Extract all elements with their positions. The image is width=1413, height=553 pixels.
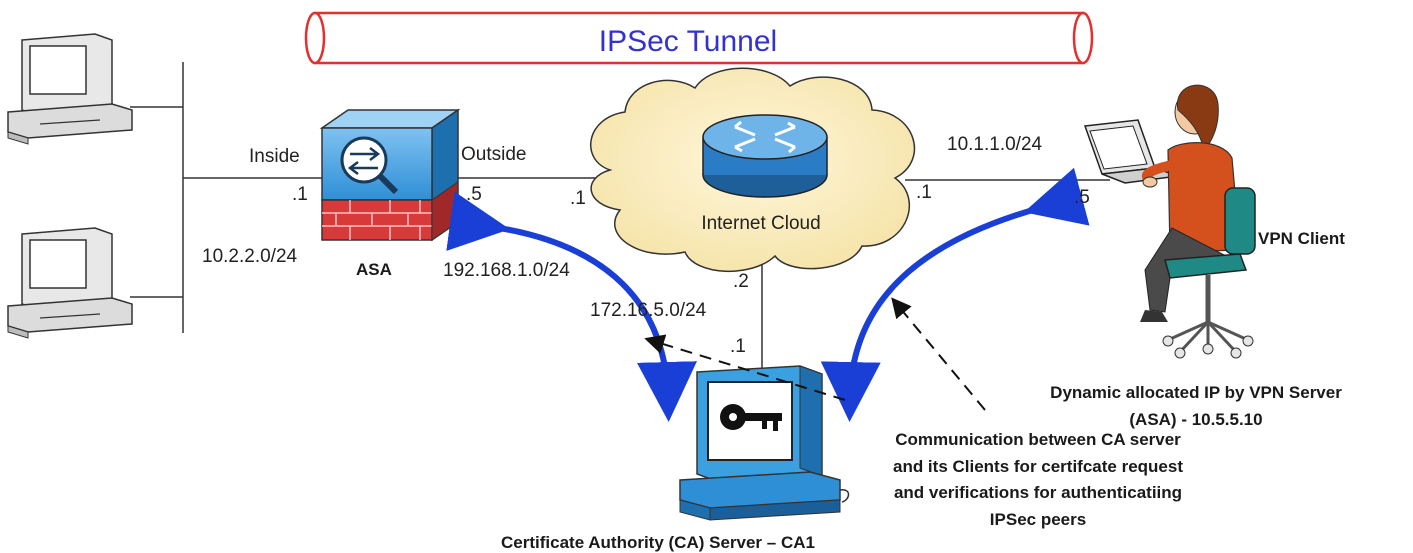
tunnel-label: IPSec Tunnel (599, 25, 777, 58)
ca-to-client-dashed-arrow (891, 297, 986, 411)
pc-bottom-icon (7, 227, 133, 339)
asa-outside-ip: .5 (466, 184, 482, 205)
ca-network-label: 172.16.5.0/24 (590, 300, 707, 321)
vpn-client-ip: .5 (1074, 187, 1090, 208)
cloud-left-ip: .1 (570, 188, 586, 209)
communication-note-line1: Communication between CA server (895, 430, 1181, 449)
internet-cloud-icon: Internet Cloud (590, 67, 916, 273)
communication-note-line3: and verifications for authenticatiing (894, 483, 1182, 502)
dynamic-ip-note-line2: (ASA) - 10.5.5.10 (1129, 410, 1262, 429)
communication-note-line2: and its Clients for certifcate request (893, 457, 1183, 476)
asa-inside-ip: .1 (292, 184, 308, 205)
inside-label: Inside (249, 146, 300, 167)
ca-asa-blue-arrow (446, 191, 697, 422)
cloud-label: Internet Cloud (701, 213, 820, 234)
cloud-right-ip: .1 (916, 182, 932, 203)
ca-to-asa-dashed-arrow (644, 334, 846, 401)
outside-label: Outside (461, 144, 526, 165)
ca-server-label: Certificate Authority (CA) Server – CA1 (501, 533, 815, 552)
cloud-bottom-ip: .2 (733, 271, 749, 292)
communication-note-line4: IPSec peers (990, 510, 1086, 529)
inside-network-label: 10.2.2.0/24 (202, 246, 298, 267)
ca-server-icon (679, 365, 850, 521)
asa-label: ASA (356, 260, 392, 279)
asa-firewall-icon (319, 108, 461, 242)
dynamic-ip-note-line1: Dynamic allocated IP by VPN Server (1050, 383, 1342, 402)
client-network-label: 10.1.1.0/24 (947, 134, 1043, 155)
vpn-client-icon (1083, 84, 1256, 359)
ca-client-blue-arrow (820, 167, 1090, 422)
pc-top-icon (7, 33, 133, 145)
vpn-client-label: VPN Client (1258, 229, 1345, 248)
outside-network-label: 192.168.1.0/24 (443, 260, 570, 281)
ca-ip: .1 (730, 336, 746, 357)
ipsec-tunnel: IPSec Tunnel (304, 11, 1094, 65)
